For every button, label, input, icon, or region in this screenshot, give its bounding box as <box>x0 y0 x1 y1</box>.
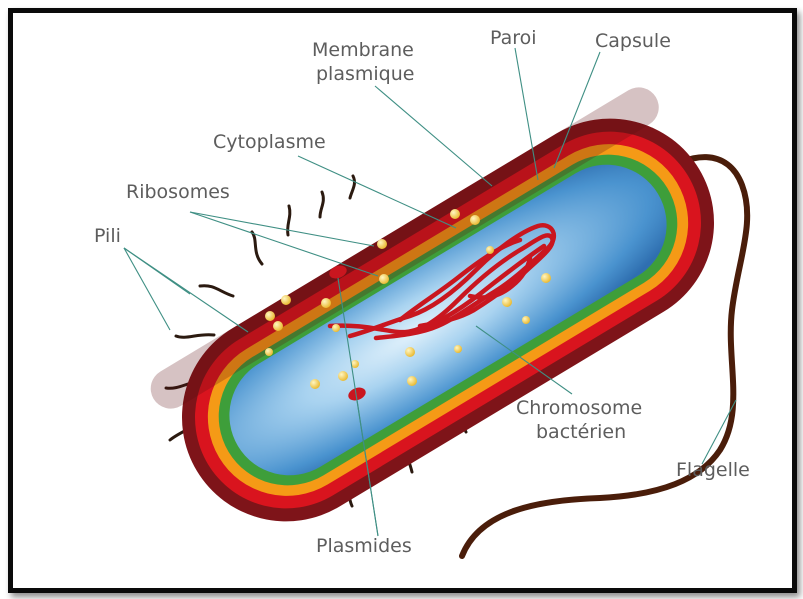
label-pili: Pili <box>94 225 121 247</box>
label-cytoplasme: Cytoplasme <box>213 131 326 153</box>
label-chromosome-line1: Chromosome <box>516 397 642 419</box>
label-plasmides: Plasmides <box>316 535 412 557</box>
label-paroi: Paroi <box>490 27 537 49</box>
label-chromosome-line2: bactérien <box>536 421 626 443</box>
label-membrane-line1: Membrane <box>312 39 414 61</box>
label-membrane-line2: plasmique <box>316 63 414 85</box>
label-flagelle: Flagelle <box>676 459 750 481</box>
label-ribosomes: Ribosomes <box>126 181 230 203</box>
label-capsule: Capsule <box>595 30 671 52</box>
